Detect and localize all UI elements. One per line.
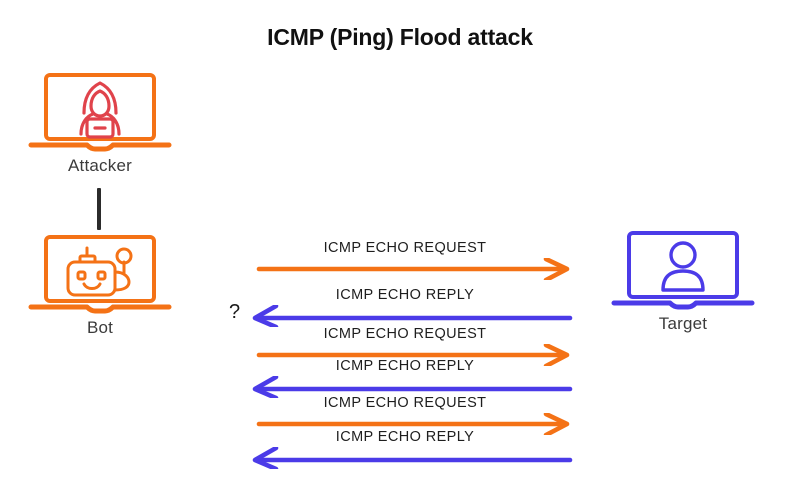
unanswered-question-mark: ? — [229, 301, 241, 323]
node-bot-label: Bot — [86, 318, 114, 337]
node-attacker[interactable]: Attacker — [25, 70, 175, 176]
arrow-right-request — [256, 344, 570, 366]
flow-label: ICMP ECHO REPLY — [335, 287, 475, 303]
flow-label: ICMP ECHO REPLY — [335, 358, 475, 374]
arrow-left-reply — [252, 447, 573, 469]
flow-label: ICMP ECHO REQUEST — [323, 395, 487, 411]
flow-row: ICMP ECHO REPLY — [225, 429, 585, 469]
node-attacker-label: Attacker — [68, 156, 132, 175]
robot-laptop-icon — [25, 232, 175, 314]
page-title: ICMP (Ping) Flood attack — [267, 24, 533, 50]
message-flow-area: ICMP ECHO REQUEST ? ICMP ECHO REPLY ICMP… — [225, 240, 585, 475]
connector-attacker-bot — [97, 188, 101, 230]
flow-row: ICMP ECHO REPLY — [225, 358, 585, 398]
arrow-left-reply — [252, 305, 573, 327]
flow-row: ? ICMP ECHO REPLY — [225, 287, 585, 327]
flow-row: ICMP ECHO REQUEST — [225, 395, 585, 435]
flow-label: ICMP ECHO REQUEST — [323, 326, 487, 342]
arrow-right-request — [256, 258, 570, 280]
hacker-laptop-icon — [25, 70, 175, 152]
flow-label: ICMP ECHO REPLY — [335, 429, 475, 445]
flow-label: ICMP ECHO REQUEST — [323, 240, 487, 256]
arrow-right-request — [256, 413, 570, 435]
node-bot[interactable]: Bot — [25, 232, 175, 338]
flow-row: ICMP ECHO REQUEST — [225, 326, 585, 366]
node-target-label: Target — [658, 314, 708, 333]
flow-row: ICMP ECHO REQUEST — [225, 240, 585, 280]
node-target[interactable]: Target — [608, 228, 758, 334]
arrow-left-reply — [252, 376, 573, 398]
user-laptop-icon — [608, 228, 758, 310]
